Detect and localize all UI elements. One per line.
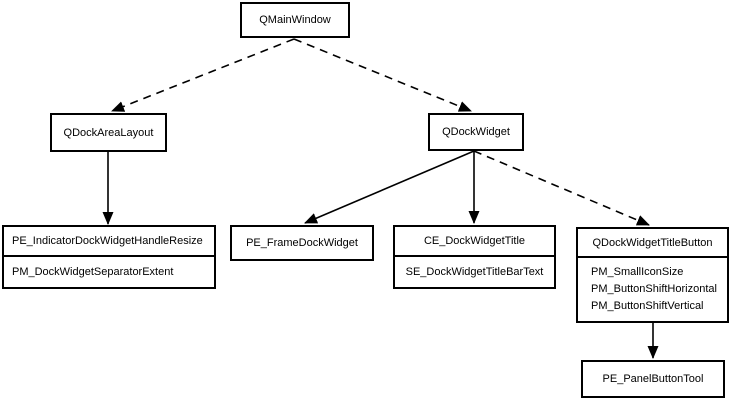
metric-item: PM_ButtonShiftVertical bbox=[591, 300, 704, 312]
node-panel-button: PE_PanelButtonTool bbox=[581, 360, 725, 398]
node-title-button-title: QDockWidgetTitleButton bbox=[578, 229, 727, 258]
node-frame-dockwidget: PE_FrameDockWidget bbox=[230, 225, 374, 261]
edge-qmainwindow-to-qdockwidget bbox=[293, 38, 472, 112]
node-dock-separator-title: PE_IndicatorDockWidgetHandleResize bbox=[4, 227, 214, 257]
node-dock-title-title: CE_DockWidgetTitle bbox=[395, 227, 554, 257]
node-title-button-items: PM_SmallIconSize PM_ButtonShiftHorizonta… bbox=[578, 258, 727, 321]
node-dock-title: CE_DockWidgetTitle SE_DockWidgetTitleBar… bbox=[393, 225, 556, 289]
subelement-item: SE_DockWidgetTitleBarText bbox=[405, 265, 544, 278]
node-title-button: QDockWidgetTitleButton PM_SmallIconSize … bbox=[576, 227, 729, 323]
metric-item: PM_SmallIconSize bbox=[591, 266, 684, 278]
node-qdockwidget: QDockWidget bbox=[428, 113, 524, 151]
node-dock-title-items: SE_DockWidgetTitleBarText bbox=[395, 257, 554, 287]
node-qdockarealayout: QDockAreaLayout bbox=[50, 113, 167, 152]
metric-item: PM_ButtonShiftHorizontal bbox=[591, 283, 717, 295]
node-qdockarealayout-label: QDockAreaLayout bbox=[63, 126, 154, 139]
node-dock-separator-items: PM_DockWidgetSeparatorExtent bbox=[4, 257, 214, 287]
edge-qdockwidget-to-titlebutton bbox=[473, 150, 650, 226]
node-dock-separator: PE_IndicatorDockWidgetHandleResize PM_Do… bbox=[2, 225, 216, 289]
edge-qmainwindow-to-qdockarealayout bbox=[111, 38, 295, 112]
node-panel-button-label: PE_PanelButtonTool bbox=[602, 373, 704, 385]
node-qmainwindow-label: QMainWindow bbox=[259, 14, 331, 26]
node-qmainwindow: QMainWindow bbox=[240, 2, 350, 38]
node-qdockwidget-label: QDockWidget bbox=[442, 126, 510, 138]
metric-item: PM_DockWidgetSeparatorExtent bbox=[12, 265, 174, 278]
node-frame-dockwidget-label: PE_FrameDockWidget bbox=[246, 237, 358, 249]
edge-qdockwidget-to-frame bbox=[304, 150, 475, 224]
